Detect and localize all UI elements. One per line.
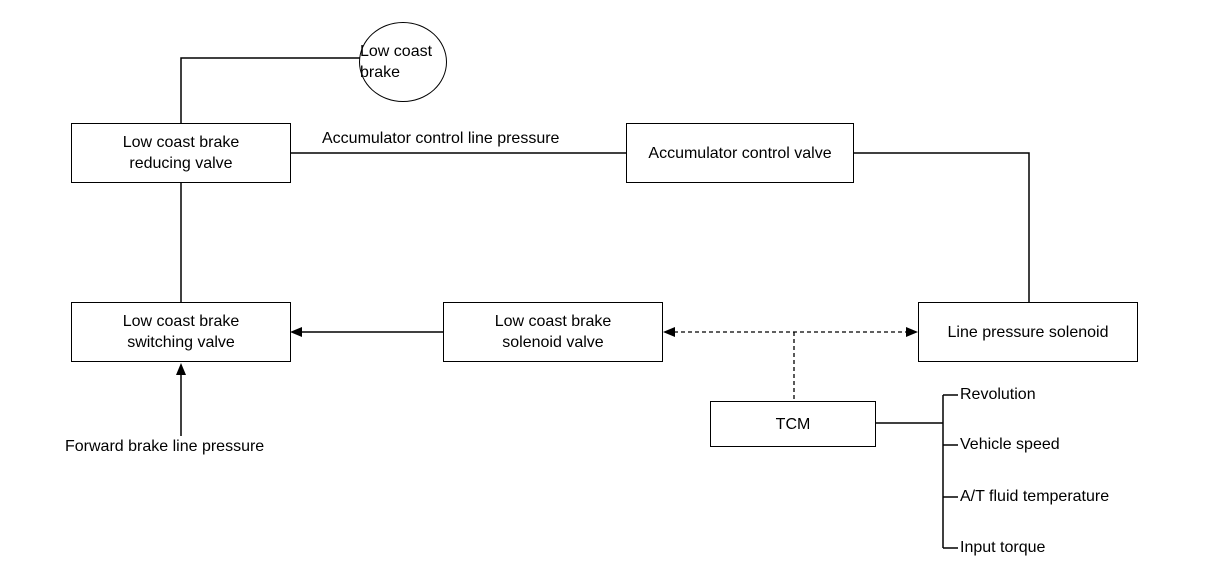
- line-pressure-solenoid-label: Line pressure solenoid: [947, 323, 1109, 341]
- low-coast-brake-line-1: Low coast: [360, 43, 433, 60]
- tcm-label: TCM: [775, 415, 811, 433]
- solenoid-valve-box: Low coast brake solenoid valve: [443, 302, 663, 362]
- solenoid-valve-line-2: solenoid valve: [502, 334, 604, 351]
- arrowhead-switching-valve: [290, 327, 302, 337]
- tcm-box: TCM: [710, 401, 876, 447]
- low-coast-brake-line-2: brake: [360, 64, 401, 81]
- input-revolution: Revolution: [960, 386, 1036, 403]
- reducing-valve-box: Low coast brake reducing valve: [71, 123, 291, 183]
- arrowhead-forward-brake: [176, 363, 186, 375]
- wire-reducing-to-brake: [180, 57, 361, 123]
- accumulator-control-valve-label: Accumulator control valve: [648, 144, 832, 162]
- switching-valve-line-2: switching valve: [127, 334, 235, 351]
- input-vehicle-speed: Vehicle speed: [960, 436, 1060, 453]
- forward-brake-label: Forward brake line pressure: [65, 438, 265, 455]
- solenoid-valve-line-1: Low coast brake: [494, 313, 612, 330]
- arrowhead-solenoid-valve: [663, 327, 675, 337]
- input-fluid-temperature: A/T fluid temperature: [960, 488, 1110, 505]
- line-pressure-solenoid-box: Line pressure solenoid: [918, 302, 1138, 362]
- switching-valve-box: Low coast brake switching valve: [71, 302, 291, 362]
- switching-valve-line-1: Low coast brake: [122, 313, 240, 330]
- wire-accumulator-to-solenoid: [853, 152, 1030, 302]
- reducing-valve-line-1: Low coast brake: [122, 134, 240, 151]
- low-coast-brake-node: Low coast brake: [359, 22, 447, 102]
- accumulator-line-label: Accumulator control line pressure: [322, 130, 560, 147]
- input-torque: Input torque: [960, 539, 1046, 556]
- accumulator-control-valve-box: Accumulator control valve: [626, 123, 854, 183]
- arrowhead-line-pressure-solenoid: [906, 327, 918, 337]
- reducing-valve-line-2: reducing valve: [129, 155, 233, 172]
